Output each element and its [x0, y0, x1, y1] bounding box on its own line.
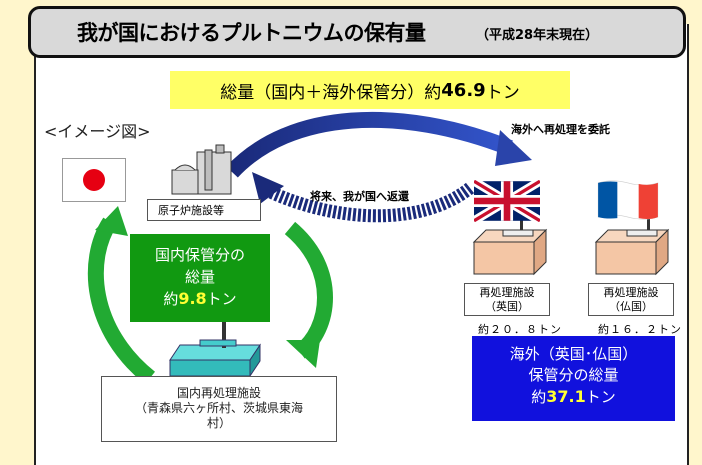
- fr-plant-line1: 再処理施設: [603, 286, 659, 299]
- overseas-storage-unit: トン: [585, 388, 616, 406]
- overseas-storage-amount: 約37.1トン: [472, 386, 675, 408]
- total-unit: トン: [485, 82, 520, 103]
- reactor-icon: [171, 144, 232, 195]
- total-prefix: 総量（国内＋海外保管分）約: [220, 82, 442, 103]
- total-amount-box: 総量（国内＋海外保管分）約 46.9 トン: [170, 71, 570, 109]
- uk-plant-line1: 再処理施設: [479, 286, 535, 299]
- overseas-storage-box: 海外（英国･仏国） 保管分の総量 約37.1トン: [472, 336, 675, 421]
- domestic-reprocessing-line2: （青森県六ヶ所村、茨城県東海: [134, 401, 303, 415]
- overseas-storage-prefix: 約: [531, 388, 547, 406]
- japan-flag-icon: [62, 158, 126, 202]
- fr-plant-icon: [594, 215, 670, 276]
- page-title: 我が国におけるプルトニウムの保有量: [77, 21, 426, 45]
- fr-plant-box: 再処理施設 （仏国）: [588, 283, 674, 316]
- domestic-reprocessing-line3: 村）: [206, 416, 231, 430]
- reprocessing-plant-icon: [169, 318, 261, 378]
- return-arrow: [252, 172, 475, 223]
- overseas-storage-line2: 保管分の総量: [528, 366, 619, 384]
- image-caption: <イメージ図>: [44, 122, 151, 141]
- overseas-storage-value: 37.1: [546, 387, 586, 406]
- uk-plant-amount: 約２０．８トン: [478, 323, 562, 336]
- title-bar: 我が国におけるプルトニウムの保有量 （平成28年末現在）: [28, 6, 686, 58]
- uk-flag-icon: [474, 180, 540, 222]
- domestic-cycle-arrows: [87, 206, 333, 385]
- domestic-storage-line2: 総量: [184, 268, 215, 286]
- uk-plant-box: 再処理施設 （英国）: [464, 283, 550, 316]
- domestic-storage-box: 国内保管分の 総量 約9.8トン: [130, 234, 270, 322]
- domestic-storage-unit: トン: [206, 290, 237, 308]
- domestic-storage-prefix: 約: [163, 290, 179, 308]
- total-value: 46.9: [441, 79, 486, 101]
- page-subtitle: （平成28年末現在）: [476, 28, 599, 43]
- return-label: 将来、我が国へ返還: [310, 190, 409, 203]
- to-overseas-label: 海外へ再処理を委託: [511, 123, 610, 136]
- domestic-reprocessing-line1: 国内再処理施設: [176, 386, 261, 400]
- uk-plant-line2: （英国）: [485, 300, 529, 313]
- domestic-storage-amount: 約9.8トン: [130, 288, 270, 310]
- to-overseas-arrow: [226, 111, 532, 178]
- uk-plant-icon: [472, 215, 548, 276]
- domestic-storage-value: 9.8: [178, 289, 207, 308]
- france-flag-icon: [597, 180, 659, 220]
- fr-plant-amount: 約１６．２トン: [598, 323, 682, 336]
- domestic-storage-line1: 国内保管分の: [154, 246, 245, 264]
- fr-plant-line2: （仏国）: [609, 300, 653, 313]
- reactor-label-box: 原子炉施設等: [147, 199, 261, 221]
- japan-flag-sun: [83, 169, 105, 191]
- overseas-storage-line1: 海外（英国･仏国）: [509, 345, 638, 363]
- domestic-reprocessing-box: 国内再処理施設 （青森県六ヶ所村、茨城県東海 村）: [101, 376, 337, 442]
- reactor-label: 原子炉施設等: [158, 204, 224, 217]
